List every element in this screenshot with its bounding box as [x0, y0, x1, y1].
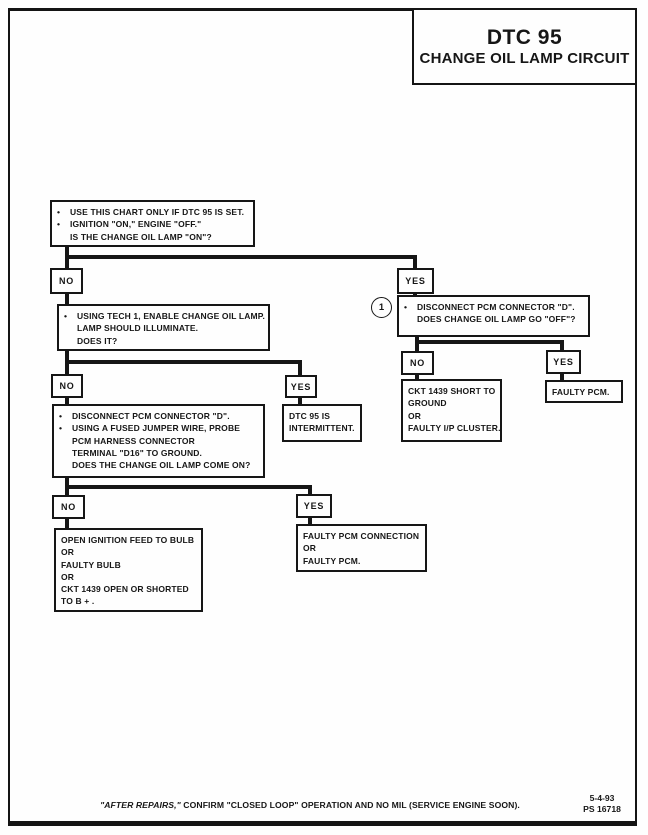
page-border [8, 8, 637, 826]
flow-text: LAMP SHOULD ILLUMINATE. [77, 323, 199, 334]
flow-box-intermittent: DTC 95 IS INTERMITTENT. [282, 404, 362, 442]
flow-text: CKT 1439 OPEN OR SHORTED [61, 584, 189, 595]
no-label: NO [58, 276, 75, 286]
flow-text: OR [303, 543, 317, 554]
flow-text: FAULTY PCM. [303, 555, 361, 566]
flow-text: FAULTY BULB [61, 559, 121, 570]
flow-text: DISCONNECT PCM CONNECTOR "D". [417, 302, 575, 312]
flow-text: DISCONNECT PCM CONNECTOR "D". [72, 411, 230, 421]
title-box: DTC 95 CHANGE OIL LAMP CIRCUIT [412, 8, 637, 85]
connector-line [65, 255, 417, 259]
flow-box-disconnect-pcm: • DISCONNECT PCM CONNECTOR "D". DOES CHAN… [397, 295, 590, 337]
flow-text: INTERMITTENT. [289, 423, 355, 434]
footer-italic: "AFTER REPAIRS," [100, 800, 181, 810]
flow-text: IS THE CHANGE OIL LAMP "ON"? [70, 231, 212, 242]
no-label: NO [409, 358, 426, 368]
connector-line [65, 360, 302, 364]
connector-1-label: 1 [378, 302, 385, 313]
flow-text: PCM HARNESS CONNECTOR [72, 435, 195, 446]
flow-text: OR [408, 410, 422, 421]
flow-text: OR [61, 547, 75, 558]
flow-text: CKT 1439 SHORT TO [408, 386, 496, 396]
flow-text: DTC 95 IS [289, 411, 331, 421]
flow-box-pcm-connection: FAULTY PCM CONNECTION OR FAULTY PCM. [296, 524, 427, 572]
branch-yes-jumper: YES [296, 494, 332, 518]
flow-text: USING TECH 1, ENABLE CHANGE OIL LAMP. [77, 311, 266, 321]
yes-label: YES [553, 357, 574, 367]
flow-box-jumper: • DISCONNECT PCM CONNECTOR "D". • USING A … [52, 404, 265, 478]
flow-text: DOES IT? [77, 335, 118, 346]
footer-note: "AFTER REPAIRS," CONFIRM "CLOSED LOOP" O… [50, 800, 570, 810]
flow-text: FAULTY I/P CLUSTER. [408, 422, 501, 433]
bullet-icon: • [59, 423, 63, 434]
flow-text: TERMINAL "D16" TO GROUND. [72, 447, 203, 458]
flow-text: TO B + . [61, 596, 95, 607]
connector-line [65, 485, 312, 489]
flow-box-tech1: • USING TECH 1, ENABLE CHANGE OIL LAMP. L… [57, 304, 270, 351]
footer-text: CONFIRM "CLOSED LOOP" OPERATION AND NO M… [183, 800, 520, 810]
page-title: DTC 95 [486, 25, 563, 49]
page-subtitle: CHANGE OIL LAMP CIRCUIT [419, 49, 630, 67]
flow-box-open-feed: OPEN IGNITION FEED TO BULB OR FAULTY BUL… [54, 528, 203, 612]
flow-text: IGNITION "ON," ENGINE "OFF." [70, 219, 202, 230]
yes-label: YES [290, 381, 312, 392]
flow-text: OPEN IGNITION FEED TO BULB [61, 535, 195, 545]
flow-text: DOES CHANGE OIL LAMP GO "OFF"? [417, 314, 576, 325]
flow-text: FAULTY PCM. [552, 387, 610, 397]
branch-no-tech1: NO [51, 374, 83, 398]
branch-no-start: NO [50, 268, 83, 294]
no-label: NO [60, 502, 77, 512]
bullet-icon: • [64, 311, 68, 321]
branch-no-disconnect: NO [401, 351, 434, 375]
no-label: NO [59, 381, 75, 391]
flow-box-start: • USE THIS CHART ONLY IF DTC 95 IS SET. •… [50, 200, 255, 247]
flow-text: USING A FUSED JUMPER WIRE, PROBE [72, 423, 241, 434]
revision-date: 5-4-93 [589, 793, 615, 803]
bullet-icon: • [57, 219, 61, 230]
yes-label: YES [405, 276, 426, 286]
bullet-icon: • [59, 411, 63, 421]
flow-text: FAULTY PCM CONNECTION [303, 531, 420, 541]
bullet-icon: • [57, 207, 61, 217]
revision-block: 5-4-93 PS 16718 [572, 793, 632, 814]
branch-no-jumper: NO [52, 495, 85, 519]
doc-number: PS 16718 [583, 803, 621, 814]
flow-text: OR [61, 571, 75, 582]
branch-yes-disconnect: YES [546, 350, 581, 374]
flow-text: GROUND [408, 398, 447, 409]
yes-label: YES [303, 501, 325, 511]
connector-1-badge: 1 [371, 297, 392, 318]
branch-yes-start: YES [397, 268, 434, 294]
flow-box-faulty-pcm: FAULTY PCM. [545, 380, 623, 403]
connector-line [415, 340, 564, 344]
flow-box-ckt-short: CKT 1439 SHORT TO GROUND OR FAULTY I/P C… [401, 379, 502, 442]
branch-yes-tech1: YES [285, 375, 317, 398]
bullet-icon: • [404, 302, 408, 312]
flow-text: DOES THE CHANGE OIL LAMP COME ON? [72, 460, 251, 471]
flow-text: USE THIS CHART ONLY IF DTC 95 IS SET. [70, 207, 245, 217]
